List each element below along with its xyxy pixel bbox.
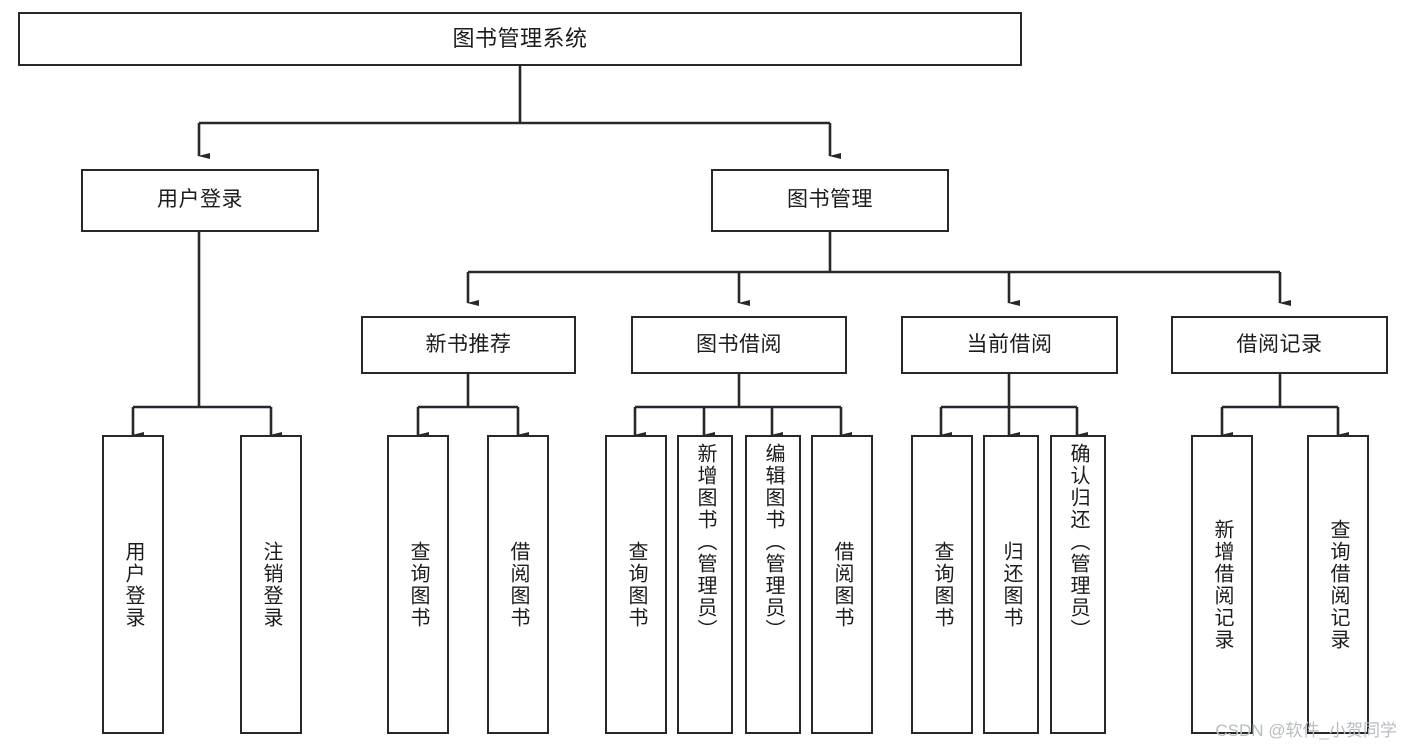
node-borrow-records-label: 借阅记录: [1236, 332, 1323, 356]
node-leaf-edit-book-admin-label: 编辑图书（管理员）: [762, 443, 784, 641]
node-leaf-confirm-return-admin-label: 确认归还（管理员）: [1067, 443, 1089, 641]
node-leaf-query-book-recommend-label: 查询图书: [407, 540, 429, 629]
node-book-borrow[interactable]: 图书借阅: [631, 316, 847, 374]
node-leaf-add-book-admin[interactable]: 新增图书（管理员）: [677, 435, 733, 734]
node-leaf-query-book-current-label: 查询图书: [931, 540, 953, 629]
node-borrow-records[interactable]: 借阅记录: [1171, 316, 1388, 374]
node-leaf-query-book-recommend[interactable]: 查询图书: [387, 435, 449, 734]
node-book-management[interactable]: 图书管理: [711, 169, 949, 232]
node-leaf-borrow-book-label: 借阅图书: [831, 540, 853, 629]
node-leaf-borrow-book-recommend-label: 借阅图书: [507, 540, 529, 629]
node-user-login[interactable]: 用户登录: [81, 169, 319, 232]
node-new-book-recommend[interactable]: 新书推荐: [361, 316, 576, 374]
node-leaf-user-login[interactable]: 用户登录: [102, 435, 164, 734]
node-leaf-user-login-label: 用户登录: [122, 540, 144, 629]
node-book-management-label: 图书管理: [787, 188, 873, 212]
node-root[interactable]: 图书管理系统: [18, 12, 1022, 66]
node-book-borrow-label: 图书借阅: [696, 332, 782, 356]
node-leaf-return-book[interactable]: 归还图书: [983, 435, 1039, 734]
node-user-login-label: 用户登录: [157, 188, 243, 212]
node-leaf-borrow-book-recommend[interactable]: 借阅图书: [487, 435, 549, 734]
node-leaf-confirm-return-admin[interactable]: 确认归还（管理员）: [1050, 435, 1106, 734]
node-current-borrow[interactable]: 当前借阅: [901, 316, 1118, 374]
node-leaf-add-borrow-record[interactable]: 新增借阅记录: [1191, 435, 1253, 734]
node-leaf-user-logout-label: 注销登录: [260, 540, 282, 629]
csdn-watermark: CSDN @软件_小贺同学: [1215, 721, 1397, 740]
node-leaf-user-logout[interactable]: 注销登录: [240, 435, 302, 734]
node-current-borrow-label: 当前借阅: [966, 332, 1053, 356]
node-leaf-query-book-borrow-label: 查询图书: [625, 540, 647, 629]
node-new-book-recommend-label: 新书推荐: [425, 332, 512, 356]
node-leaf-add-book-admin-label: 新增图书（管理员）: [694, 443, 716, 641]
node-root-label: 图书管理系统: [452, 26, 588, 52]
node-leaf-query-borrow-record-label: 查询借阅记录: [1327, 518, 1349, 651]
node-leaf-return-book-label: 归还图书: [1000, 540, 1022, 629]
node-leaf-borrow-book[interactable]: 借阅图书: [811, 435, 873, 734]
node-leaf-query-book-borrow[interactable]: 查询图书: [605, 435, 667, 734]
node-leaf-query-book-current[interactable]: 查询图书: [911, 435, 973, 734]
node-leaf-query-borrow-record[interactable]: 查询借阅记录: [1307, 435, 1369, 734]
node-leaf-edit-book-admin[interactable]: 编辑图书（管理员）: [745, 435, 801, 734]
node-leaf-add-borrow-record-label: 新增借阅记录: [1211, 518, 1233, 651]
